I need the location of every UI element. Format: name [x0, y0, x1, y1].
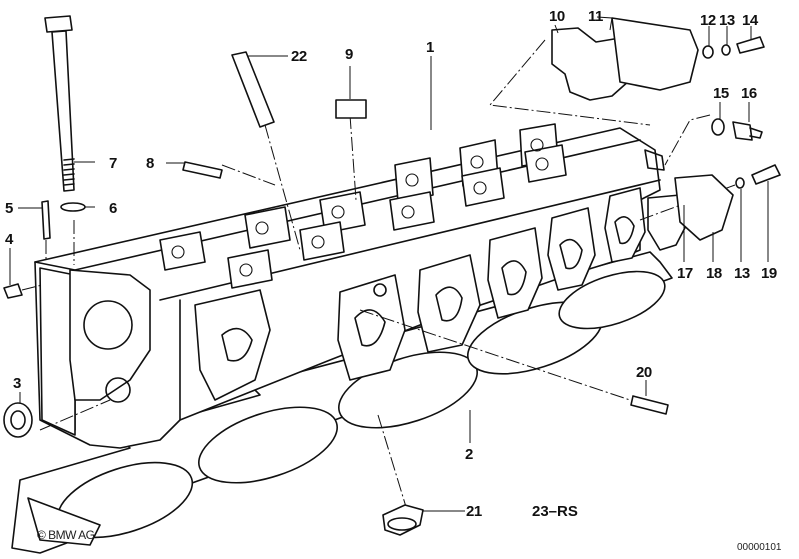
part-12-washer	[702, 45, 714, 59]
copyright: © BMW AG	[37, 528, 95, 542]
callout-9: 9	[345, 46, 353, 63]
leader-lines	[9, 16, 769, 512]
diagram-code: 00000101	[737, 542, 782, 553]
callout-19: 19	[761, 265, 777, 282]
callout-6: 6	[109, 200, 117, 217]
part-20-stud	[630, 395, 669, 415]
part-11-plate	[611, 17, 699, 91]
part-14-bolt	[736, 36, 765, 54]
callout-5: 5	[5, 200, 13, 217]
callout-11: 11	[588, 8, 603, 25]
part-18-flange	[674, 174, 734, 241]
callout-18: 18	[706, 265, 722, 282]
callout-7: 7	[109, 155, 117, 172]
part-8-stud	[182, 161, 223, 179]
callout-17: 17	[677, 265, 693, 282]
callout-21: 21	[466, 503, 482, 520]
callout-15: 15	[713, 85, 729, 102]
part-19-bolt	[751, 164, 781, 185]
callout-10: 10	[549, 8, 565, 25]
part-3-plug	[3, 402, 33, 438]
callout-20: 20	[636, 364, 652, 381]
callout-22: 22	[291, 48, 307, 65]
part-13-washer	[721, 44, 731, 56]
callout-1: 1	[426, 39, 434, 56]
part-7-bolt	[44, 15, 75, 192]
callout-14: 14	[742, 12, 758, 29]
part-5-stud	[41, 200, 51, 240]
part-22-guide	[231, 51, 275, 128]
part-13b-washer	[735, 177, 745, 189]
callout-2: 2	[465, 446, 473, 463]
callout-8: 8	[146, 155, 154, 172]
part-4-dowel	[3, 283, 23, 299]
callout-12: 12	[700, 12, 716, 29]
callout-13b: 13	[734, 265, 750, 282]
callout-4: 4	[5, 231, 13, 248]
part-6-washer	[60, 202, 86, 212]
part-9-plug	[335, 99, 367, 119]
callout-13a: 13	[719, 12, 735, 29]
set-label: 23–RS	[532, 503, 578, 520]
part-21-seal	[382, 504, 424, 536]
cylinder-head	[34, 123, 665, 449]
callout-16: 16	[741, 85, 757, 102]
part-15-ring	[711, 118, 725, 136]
part-16-sensor	[732, 121, 763, 141]
part-10-gasket	[551, 27, 637, 101]
callout-3: 3	[13, 375, 21, 392]
